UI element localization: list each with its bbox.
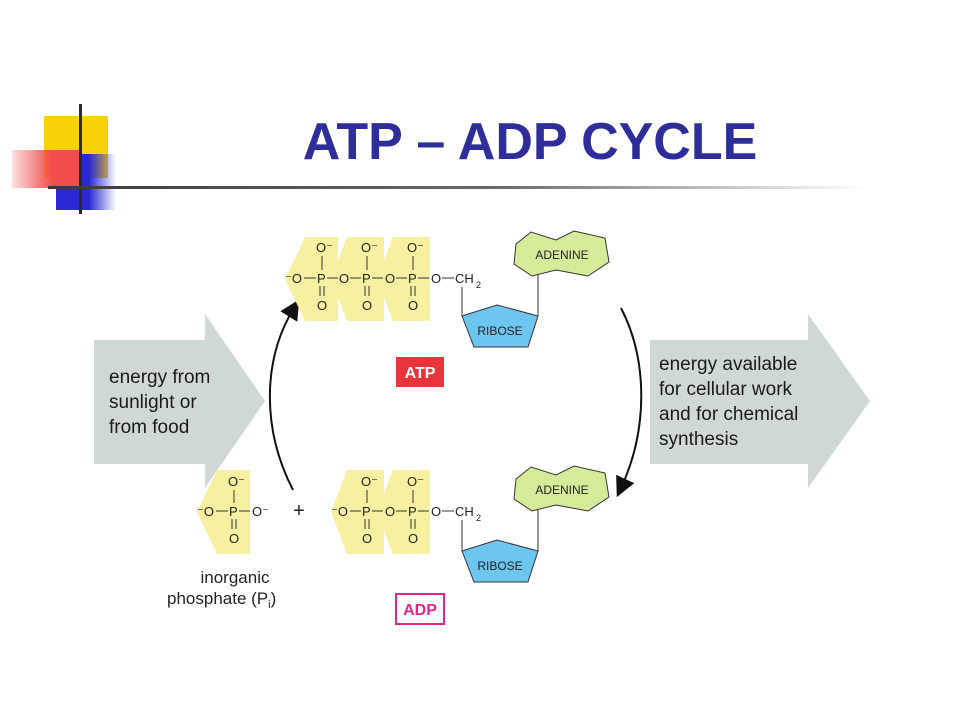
phosphate-group-shape xyxy=(331,237,384,321)
phosphate-group-shape xyxy=(377,237,430,321)
oxygen-minus-label: O⁻ xyxy=(407,240,424,255)
minus-oxygen-label: ⁻O xyxy=(285,271,302,286)
phosphorus-label: P xyxy=(408,271,417,286)
cycle-arrow-down xyxy=(616,307,643,498)
page-title: ATP – ADP CYCLE xyxy=(302,113,758,171)
phosphate-pi-close: ) xyxy=(271,589,277,608)
decor-red-square xyxy=(12,150,80,188)
ch2-subscript: 2 xyxy=(476,280,481,290)
oxygen-label: O xyxy=(431,504,441,519)
oxygen-label: O xyxy=(362,531,372,546)
oxygen-label: O xyxy=(339,271,349,286)
oxygen-minus-label: O⁻ xyxy=(361,240,378,255)
energy-in-label: energy from sunlight or from food xyxy=(109,367,210,438)
energy-out-line: for cellular work xyxy=(659,379,793,400)
cycle-arrow-up xyxy=(268,299,300,491)
minus-oxygen-label: ⁻O xyxy=(331,504,348,519)
phosphate-group-shape xyxy=(285,237,338,321)
phosphate-pi-text: phosphate (P xyxy=(167,589,268,608)
oxygen-label: O xyxy=(408,531,418,546)
energy-in-arrow xyxy=(94,314,265,488)
atp-label-box xyxy=(396,357,444,387)
energy-in-line: from food xyxy=(109,417,189,438)
energy-in-line: energy from xyxy=(109,367,210,388)
ch2-subscript: 2 xyxy=(476,513,481,523)
oxygen-minus-label: O⁻ xyxy=(252,504,269,519)
oxygen-minus-label: O⁻ xyxy=(407,474,424,489)
oxygen-label: O xyxy=(408,298,418,313)
adp-label: ADP xyxy=(403,602,437,619)
adp-label-box xyxy=(395,593,445,625)
oxygen-label: O xyxy=(229,531,239,546)
atp-molecule: O⁻ ⁻O P O O⁻ O P O O⁻ O P O O CH 2 xyxy=(285,230,610,348)
phosphate-pi-label: phosphate (Pi) xyxy=(167,589,276,611)
minus-oxygen-label: ⁻O xyxy=(197,504,214,519)
energy-out-arrow xyxy=(650,314,870,488)
phosphorus-label: P xyxy=(317,271,326,286)
adenine-label: ADENINE xyxy=(535,248,588,262)
energy-out-line: and for chemical xyxy=(659,404,798,425)
phosphate-group-shape xyxy=(377,470,430,554)
oxygen-minus-label: O⁻ xyxy=(361,474,378,489)
adp-molecule: O⁻ ⁻O P O O⁻ O P O O CH 2 RIBOSE ADENINE xyxy=(331,465,610,583)
inorganic-phosphate-label: inorganic xyxy=(201,568,270,587)
phosphorus-label: P xyxy=(408,504,417,519)
ch2-label: CH xyxy=(455,271,474,286)
phosphate-group-shape xyxy=(197,470,250,554)
energy-in-line: sunlight or xyxy=(109,392,197,413)
phosphorus-label: P xyxy=(362,271,371,286)
atp-label: ATP xyxy=(405,365,436,382)
oxygen-label: O xyxy=(431,271,441,286)
oxygen-minus-label: O⁻ xyxy=(316,240,333,255)
phosphorus-label: P xyxy=(362,504,371,519)
oxygen-label: O xyxy=(362,298,372,313)
oxygen-minus-label: O⁻ xyxy=(228,474,245,489)
ch2-label: CH xyxy=(455,504,474,519)
oxygen-label: O xyxy=(385,504,395,519)
phosphate-group-shape xyxy=(331,470,384,554)
oxygen-label: O xyxy=(385,271,395,286)
plus-sign: + xyxy=(293,500,305,522)
ribose-shape xyxy=(461,304,539,348)
ribose-shape xyxy=(461,539,539,583)
energy-out-line: synthesis xyxy=(659,429,738,450)
title-rule xyxy=(48,186,868,189)
energy-out-line: energy available xyxy=(659,354,797,375)
decor-vertical-line xyxy=(79,104,82,214)
ribose-label: RIBOSE xyxy=(477,559,522,573)
adenine-shape xyxy=(513,230,610,277)
ribose-label: RIBOSE xyxy=(477,324,522,338)
inorganic-phosphate: O⁻ ⁻O P O⁻ O xyxy=(197,470,269,554)
phosphorus-label: P xyxy=(229,504,238,519)
phosphate-pi-subscript: i xyxy=(268,599,270,611)
adenine-shape xyxy=(513,465,610,512)
energy-out-label: energy available for cellular work and f… xyxy=(659,354,798,450)
adenine-label: ADENINE xyxy=(535,483,588,497)
oxygen-label: O xyxy=(317,298,327,313)
